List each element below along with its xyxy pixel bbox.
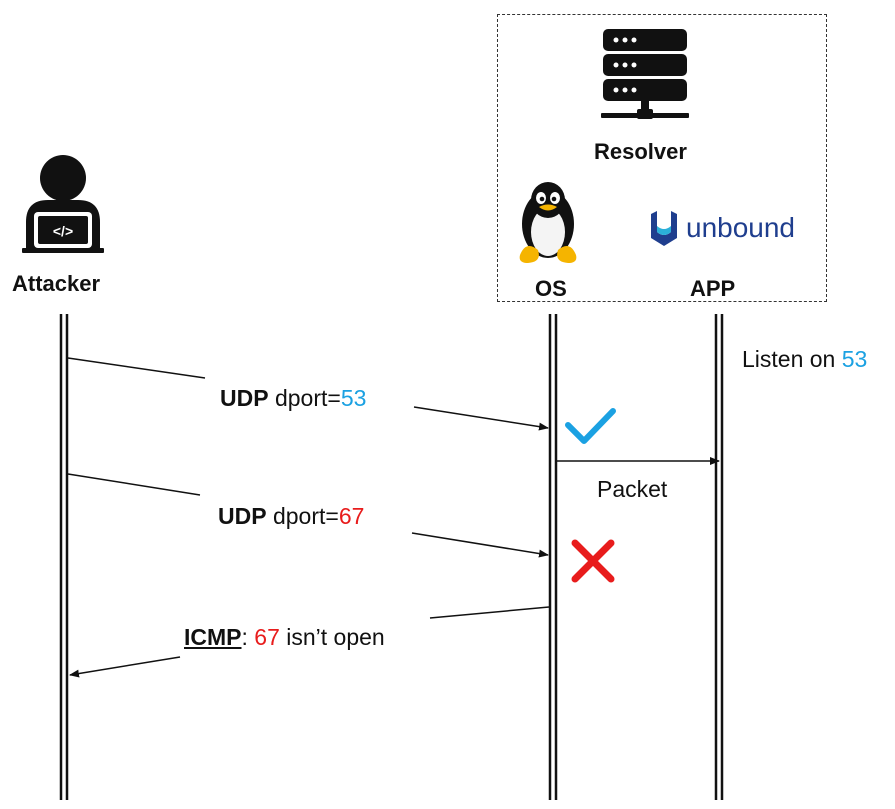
- attacker-label: Attacker: [12, 271, 101, 296]
- listen-note-prefix: Listen on: [742, 346, 842, 372]
- resolver-group-box: [497, 14, 827, 302]
- message-icmp-label: ICMP: 67 isn’t open: [184, 626, 385, 649]
- os-lifeline: [548, 314, 558, 800]
- hacker-laptop-icon: </>: [22, 155, 104, 253]
- unbound-wordmark: unbound: [686, 212, 796, 243]
- dport-text: dport=: [266, 503, 339, 529]
- port-67: 67: [254, 624, 280, 650]
- app-lifeline: [714, 314, 724, 800]
- message-udp-53-arrow: [67, 357, 549, 431]
- dport-text: dport=: [268, 385, 341, 411]
- icmp-separator: :: [241, 624, 255, 650]
- port-53: 53: [340, 385, 367, 411]
- server-rack-icon: [601, 29, 689, 119]
- checkmark-icon: [565, 408, 616, 444]
- message-udp-67-label: UDP dport=67: [218, 505, 364, 528]
- icmp-text: isn’t open: [279, 624, 385, 650]
- app-label: APP: [690, 276, 736, 301]
- unbound-logo-icon: [651, 211, 677, 246]
- resolver-label: Resolver: [594, 139, 687, 164]
- protocol-udp: UDP: [220, 385, 269, 411]
- message-udp-53-label: UDP dport=53: [220, 387, 366, 410]
- attacker-lifeline: [59, 314, 69, 800]
- protocol-udp: UDP: [218, 503, 267, 529]
- cross-icon: [571, 539, 615, 583]
- message-icmp-arrow: [69, 606, 550, 678]
- linux-tux-icon: [519, 182, 577, 263]
- protocol-icmp: ICMP: [184, 624, 242, 650]
- os-label: OS: [535, 276, 567, 301]
- listen-note: Listen on 53: [742, 348, 867, 371]
- listen-note-port: 53: [841, 346, 868, 372]
- svg-text:</>: </>: [53, 223, 73, 239]
- port-67: 67: [338, 503, 365, 529]
- message-udp-67-arrow: [67, 473, 549, 558]
- packet-label: Packet: [597, 476, 668, 502]
